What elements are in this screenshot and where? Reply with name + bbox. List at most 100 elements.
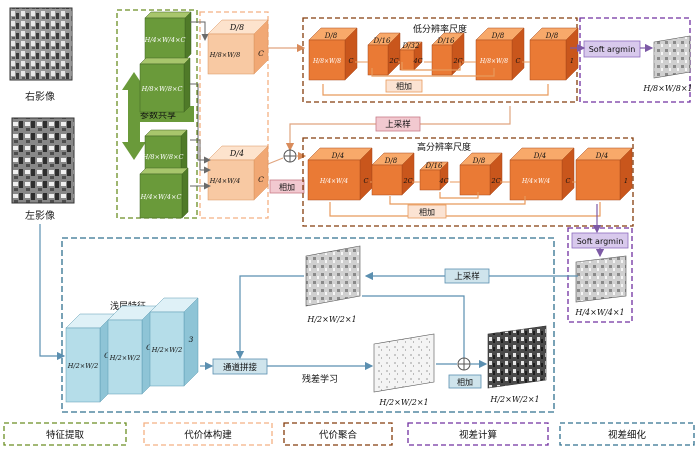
upsampled-disparity-map [305,245,361,307]
high-res-skip [329,192,601,217]
refine-box [61,237,555,413]
agg-side-label: H/8×W/8 [312,58,341,65]
shallow-feature-cube [149,297,199,387]
cost-side-label: H/8×W/8 [209,51,240,59]
high-res-cubes: D/4CH/4×W/4D/82CD/164CD/82CD/4CH/4×W/4D/… [307,147,633,201]
agg-channel-label: 2C [402,177,412,185]
shallow-side-label: H/2×W/2 [109,354,140,362]
aggregation-cube [459,152,503,196]
agg-side-label: H/8×W/8 [479,58,508,65]
agg-channel-label: 2C [490,177,500,185]
final-disp-label: H/2×W/2×1 [489,395,539,404]
upsampled-to-plus [362,295,465,358]
disparity-map-mid [575,255,627,303]
right-image [9,7,73,81]
aggregation-cube [371,152,415,196]
refine-upsample-box [444,268,490,284]
upsample-top-box [375,116,421,132]
aggregation-cube [419,161,449,191]
aggregation-cube [307,147,373,201]
upsampled-disp-label: H/2×W/2×1 [306,315,356,324]
residual-map [373,333,435,393]
left-image-label: 左影像 [25,209,55,222]
aggregation-cube [509,147,575,201]
agg-channel-label: C [349,57,354,65]
left-image [11,117,75,204]
legend: 特征提取代价体构建代价聚合视差计算视差细化 [3,422,695,446]
feature-cube [139,57,191,113]
agg-channel-label: 4C [412,57,422,65]
agg-depth-label: D/4 [533,152,546,160]
aggregation-cube [308,27,358,81]
aggregation-cube [399,41,423,71]
agg-side-label: H/4×W/4 [319,178,348,185]
legend-item [143,422,273,446]
upsample-top-label: 上采样 [385,119,411,130]
legend-item [283,422,393,446]
low-res-add-box [385,79,423,93]
cost-depth-label: D/8 [229,23,244,32]
cost-volume-cube [207,19,269,75]
low-res-cubes: D/8CH/8×W/8D/162CD/324CD/162CD/8CH/8×W/8… [308,27,579,81]
low-res-skip [322,62,549,96]
softargmin-top-label: Soft argmin [589,45,636,54]
legend-label: 特征提取 [46,429,85,441]
agg-channel-label: 1 [570,57,574,65]
plus-circle-high [283,149,297,163]
refine-add-box [448,374,482,389]
refine-upsample-label: 上采样 [454,271,480,282]
feature-cube [144,11,192,61]
low-res-add-label: 相加 [396,81,412,91]
agg-depth-label: D/8 [491,32,505,40]
shallow-side-label: H/2×W/2 [67,362,98,370]
shallow-channel-label: C [146,343,152,352]
legend-label: 视差细化 [608,429,647,441]
feature-cube-label: H/4×W/4×C [144,36,186,44]
shallow-side-label: H/2×W/2 [151,346,182,354]
agg-depth-label: D/16 [373,37,391,45]
high-res-add-label: 相加 [419,207,435,217]
agg-depth-label: D/8 [545,32,559,40]
disp-mid-label: H/4×W/4×1 [574,308,624,317]
legend-label: 代价聚合 [319,429,358,441]
cost-side-label: H/4×W/4 [209,177,240,185]
feature-cube-label: H/8×W/8×C [141,85,183,93]
softargmin-mid-label: Soft argmin [577,237,624,246]
agg-side-label: H/4×W/4 [521,178,550,185]
legend-item [407,422,549,446]
feature-cube-label: H/4×W/4×C [140,193,182,201]
aggregation-cube [575,147,633,201]
residual-label: 残差学习 [302,373,338,385]
agg-channel-label: 4C [438,177,448,185]
upsampled-to-concat [235,275,304,360]
shallow-channel-label: 3 [189,335,194,344]
agg-depth-label: D/16 [425,162,443,170]
agg-channel-label: 2C [452,57,462,65]
aggregation-cube [529,27,579,81]
cost-add-box [269,179,305,194]
agg-channel-label: 2C [388,57,398,65]
cost-volume-box [199,11,269,219]
aggregation-cube [367,32,401,76]
feature-to-cost-lines [190,21,211,190]
feature-cubes: H/4×W/4×C H/8×W/8×C H/8×W/8×C H/4×W/4×C [139,11,192,219]
agg-depth-label: D/8 [472,157,486,165]
feature-cube [139,167,189,219]
cost-depth-label: D/4 [229,149,244,158]
agg-depth-label: D/8 [384,157,398,165]
concat-label: 通道拼接 [223,362,258,373]
agg-depth-label: D/4 [331,152,344,160]
legend-label: 视差计算 [459,429,497,441]
right-image-label: 右影像 [25,90,55,103]
agg-depth-label: D/32 [402,42,420,50]
feature-cube-label: H/8×W/8×C [142,153,184,161]
residual-map-label: H/2×W/2×1 [378,398,428,407]
agg-channel-label: 1 [624,177,628,185]
high-res-title: 高分辨率尺度 [417,141,471,153]
agg-depth-label: D/8 [324,32,338,40]
cost-high-to-plus [267,157,284,165]
cost-channel-label: C [258,49,264,58]
shallow-channel-label: C [104,351,110,360]
